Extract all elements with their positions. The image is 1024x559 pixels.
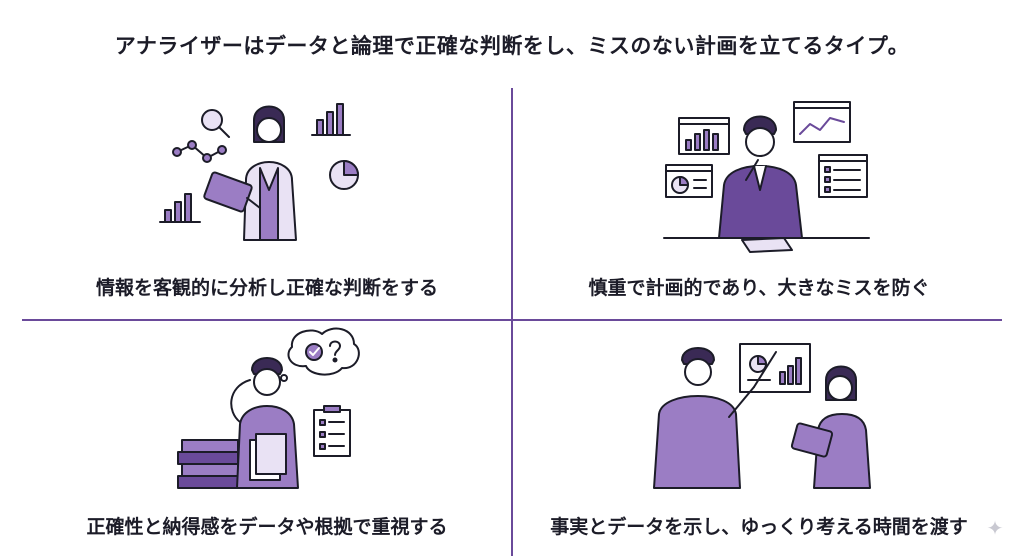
woman-figure bbox=[203, 105, 297, 241]
thought-bubble-check-question bbox=[280, 327, 360, 382]
vertical-divider bbox=[511, 88, 513, 556]
bar-chart-icon bbox=[159, 193, 201, 223]
network-icon bbox=[172, 140, 227, 163]
pie-chart-window bbox=[665, 164, 713, 198]
sparkle-icon: ✦ bbox=[986, 516, 1004, 540]
quadrant-caption: 情報を客観的に分析し正確な判断をする bbox=[95, 277, 438, 299]
checklist-window bbox=[818, 154, 868, 198]
thinking-worker-illustration bbox=[177, 327, 360, 489]
quadrant-caption: 正確性と納得感をデータや根拠で重視する bbox=[86, 516, 448, 538]
magnifier-icon bbox=[201, 109, 230, 138]
quadrant-caption: 事実とデータを示し、ゆっくり考える時間を渡す bbox=[550, 516, 968, 538]
quadrant-careful: 慎重で計画的であり、大きなミスを防ぐ bbox=[514, 90, 1004, 320]
line-chart-window bbox=[793, 101, 851, 143]
file-stack bbox=[177, 439, 239, 489]
clipboard-checklist bbox=[313, 405, 351, 457]
thinking-man-illustration bbox=[663, 101, 870, 253]
man-figure bbox=[230, 357, 299, 489]
presentation-board bbox=[739, 343, 811, 393]
pie-chart-icon bbox=[329, 160, 359, 190]
quadrant-facts: 事実とデータを示し、ゆっくり考える時間を渡す bbox=[514, 322, 1004, 552]
analyst-woman-illustration bbox=[159, 103, 359, 241]
quadrant-analyze: 情報を客観的に分析し正確な判断をする bbox=[22, 90, 512, 320]
woman-with-tablet bbox=[790, 365, 871, 489]
bar-chart-window bbox=[678, 117, 730, 155]
quadrant-caption: 慎重で計画的であり、大きなミスを防ぐ bbox=[588, 277, 930, 299]
man-with-pointer bbox=[653, 347, 777, 489]
man-figure bbox=[718, 115, 803, 239]
horizontal-divider bbox=[22, 319, 1002, 321]
quadrant-accuracy: 正確性と納得感をデータや根拠で重視する bbox=[22, 322, 512, 552]
page-title: アナライザーはデータと論理で正確な判断をし、ミスのない計画を立てるタイプ。 bbox=[114, 34, 910, 58]
bar-chart-icon bbox=[311, 103, 351, 136]
documents bbox=[249, 433, 287, 481]
presentation-illustration bbox=[653, 343, 871, 489]
